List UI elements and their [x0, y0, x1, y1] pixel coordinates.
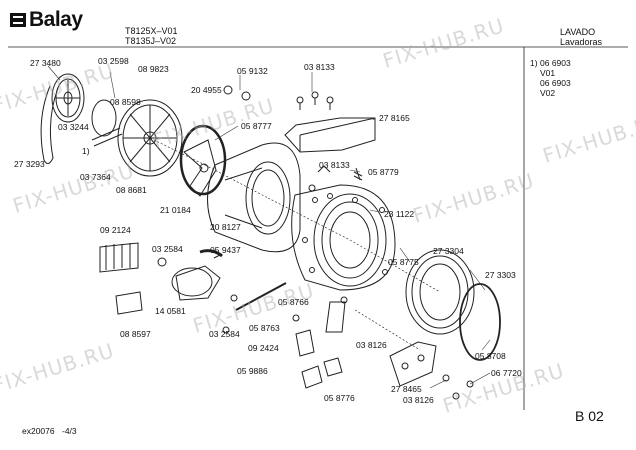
part-label: 05 8708 — [475, 351, 506, 361]
part-label: 03 7364 — [80, 172, 111, 182]
part-label: 03 2584 — [152, 244, 183, 254]
category-title: LAVADO — [560, 27, 596, 37]
variant-code: 06 6903 — [540, 78, 571, 88]
part-label: 21 0184 — [160, 205, 191, 215]
part-label: 20 8127 — [210, 222, 241, 232]
part-label: 03 2584 — [209, 329, 240, 339]
part-label: 27 8165 — [379, 113, 410, 123]
part-label: 03 3244 — [58, 122, 89, 132]
part-label: 05 8777 — [241, 121, 272, 131]
part-label: 05 8775 — [388, 257, 419, 267]
part-label: 09 2424 — [248, 343, 279, 353]
part-label: 20 4955 — [191, 85, 222, 95]
part-label: 09 2124 — [100, 225, 131, 235]
part-label: 05 9132 — [237, 66, 268, 76]
part-label: 05 8763 — [249, 323, 280, 333]
part-label: 08 9823 — [138, 64, 169, 74]
model-code: T8125X–V01 — [125, 26, 178, 36]
part-label: 03 2598 — [98, 56, 129, 66]
part-label: 08 8598 — [110, 97, 141, 107]
part-label: 27 3304 — [433, 246, 464, 256]
part-label: 08 8681 — [116, 185, 147, 195]
model-code: T8135J–V02 — [125, 36, 177, 46]
part-label: 05 9437 — [210, 245, 241, 255]
part-label: 08 8597 — [120, 329, 151, 339]
part-label: 27 3480 — [30, 58, 61, 68]
variant-version: V02 — [540, 88, 556, 98]
part-label: 06 7720 — [491, 368, 522, 378]
part-label: 05 8776 — [324, 393, 355, 403]
part-label: 14 0581 — [155, 306, 186, 316]
part-label: 27 8465 — [391, 384, 422, 394]
part-label: 27 3303 — [485, 270, 516, 280]
part-label: 03 8133 — [304, 62, 335, 72]
brand-logo: Balay — [29, 8, 83, 31]
part-label: 03 8126 — [356, 340, 387, 350]
part-label: 05 9886 — [237, 366, 268, 376]
part-label: 03 8133 — [319, 160, 350, 170]
part-label: 1) — [82, 146, 90, 156]
page-code: B 02 — [575, 408, 604, 424]
part-label: 05 8766 — [278, 297, 309, 307]
part-label: 05 8779 — [368, 167, 399, 177]
page-number: -4/3 — [62, 426, 77, 436]
part-label: 03 8126 — [403, 395, 434, 405]
part-label: 23 1122 — [384, 209, 415, 219]
document-code: ex20076 — [22, 426, 55, 436]
variant-ref: 1) — [530, 58, 538, 68]
variant-code: 06 6903 — [540, 58, 571, 68]
variant-version: V01 — [540, 68, 556, 78]
category-subtitle: Lavadoras — [560, 37, 603, 47]
part-label: 27 3293 — [14, 159, 45, 169]
brand-logo-icon — [10, 13, 26, 27]
